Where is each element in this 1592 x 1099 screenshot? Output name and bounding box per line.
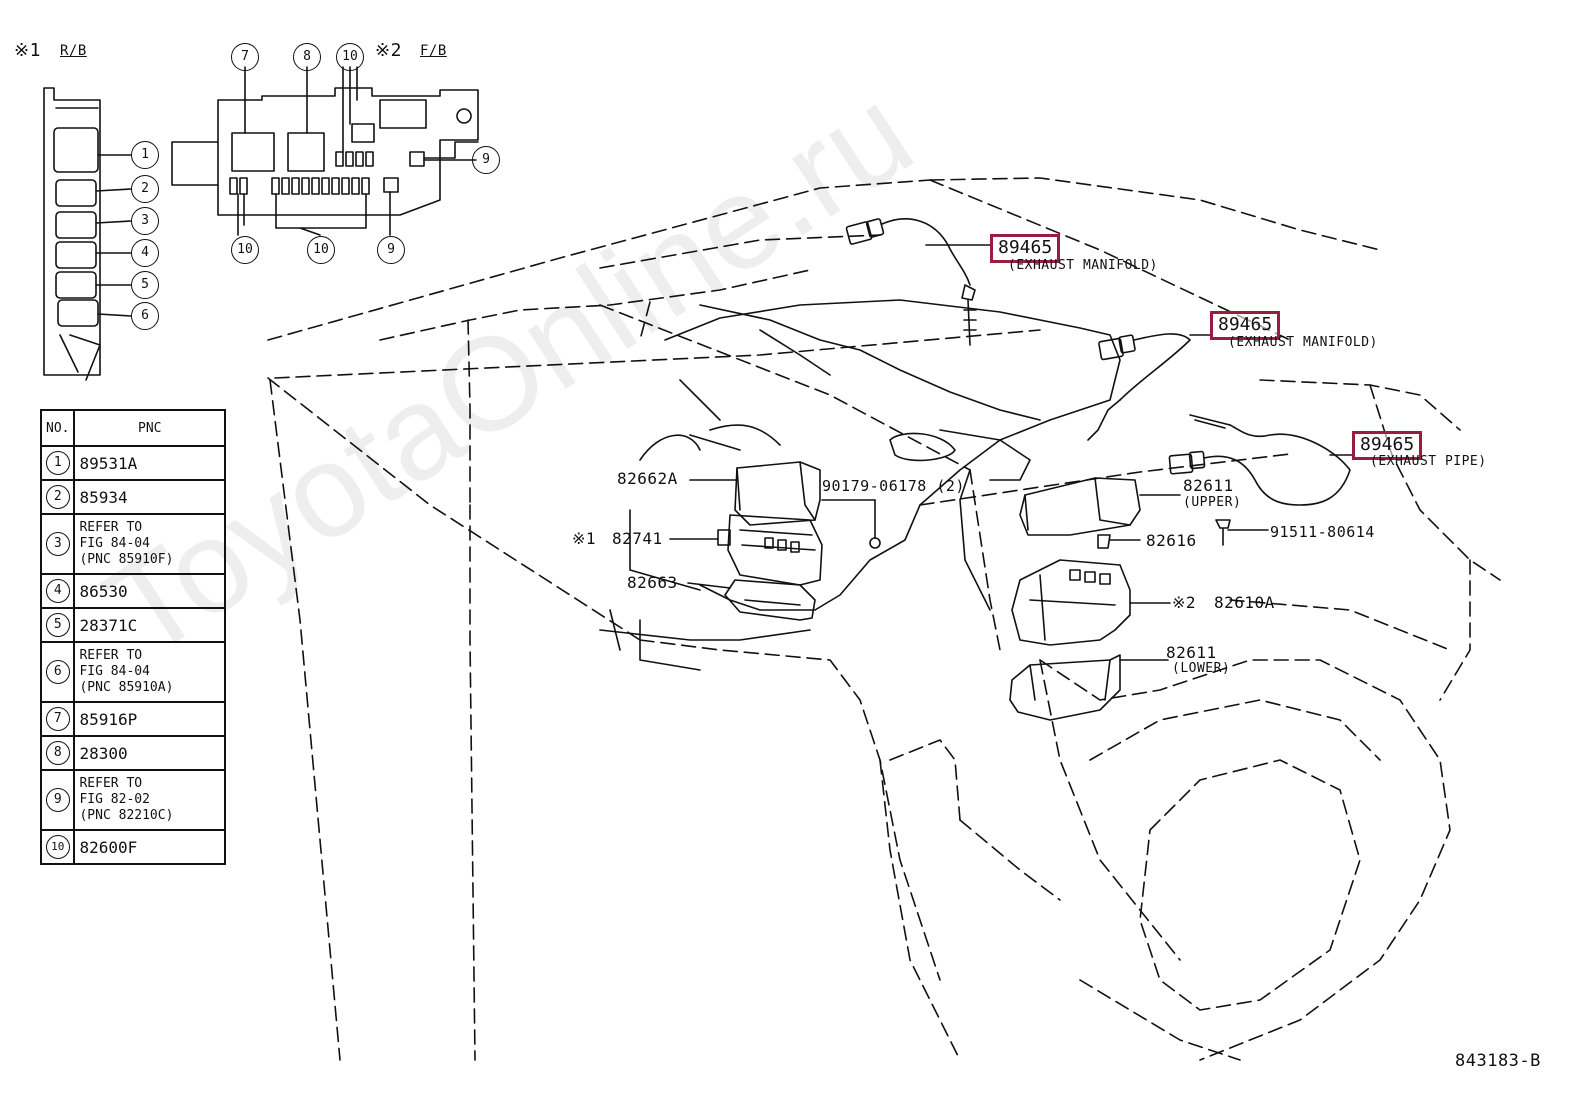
legend-number: 4: [45, 579, 70, 603]
callout-82611-upper[interactable]: 82611: [1183, 476, 1234, 495]
legend-number: 7: [45, 707, 70, 731]
legend-number: 6: [45, 660, 70, 684]
callout-82741-mark: ※1: [572, 529, 597, 548]
bracket-82663: [687, 579, 816, 621]
legend-pnc: (PNC 82210C): [79, 808, 174, 823]
legend-pnc: FIG 84-04: [79, 664, 150, 679]
legend-number: 3: [45, 532, 70, 556]
sensor-1-drawing: [845, 218, 991, 346]
legend-row: 5 28371C: [39, 607, 226, 643]
legend-number: 5: [45, 613, 70, 637]
legend-header-pnc: PNC: [73, 409, 226, 447]
callout-82611-lower[interactable]: 82611: [1166, 643, 1217, 662]
callout-90179-06178[interactable]: 90179-06178 (2): [822, 477, 965, 495]
legend-pnc: REFER TO: [79, 648, 143, 663]
sensor-2-drawing: [1087, 333, 1211, 441]
legend-row: 9 REFER TO FIG 82-02 (PNC 82210C): [39, 769, 226, 831]
rb-callout-2: 2: [131, 175, 159, 203]
relay-block-name: R/B: [60, 43, 87, 59]
rb-callout-5: 5: [131, 271, 159, 299]
sensor-3-drawing: [1168, 414, 1353, 506]
fuse-block-mark: ※2: [375, 40, 402, 61]
legend-number: 8: [45, 741, 70, 765]
callout-82663[interactable]: 82663: [627, 573, 678, 592]
legend-row: 2 85934: [39, 479, 226, 515]
legend-number: 10: [45, 835, 70, 859]
legend-row: 3 REFER TO FIG 84-04 (PNC 85910F): [39, 513, 226, 575]
legend-pnc: 28371C: [79, 615, 138, 635]
fuse-block-name: F/B: [420, 43, 447, 59]
legend-row: 8 28300: [39, 735, 226, 771]
clip-82616: [1097, 534, 1111, 549]
sensor-1-pnc[interactable]: 89465: [990, 234, 1061, 263]
callout-91511-80614[interactable]: 91511-80614: [1270, 523, 1375, 541]
legend-pnc: 85934: [79, 487, 128, 507]
legend-row: 4 86530: [39, 573, 226, 609]
fb-callout-9-bottom: 9: [377, 236, 405, 264]
cover-82611-upper: [1019, 477, 1181, 536]
callout-82611-lower-sub: (LOWER): [1172, 661, 1231, 676]
callout-82616[interactable]: 82616: [1146, 531, 1197, 550]
legend-pnc: FIG 84-04: [79, 536, 150, 551]
sensor-3-desc: (EXHAUST PIPE): [1370, 454, 1487, 469]
legend-pnc: 82600F: [79, 837, 138, 857]
rb-callout-4: 4: [131, 239, 159, 267]
bolt-91511: [1215, 519, 1231, 546]
rb-callout-6: 6: [131, 302, 159, 330]
cover-82611-lower: [1009, 654, 1169, 721]
legend-pnc: REFER TO: [79, 520, 143, 535]
fb-callout-9-side: 9: [472, 146, 500, 174]
legend-pnc: REFER TO: [79, 776, 143, 791]
fuse-block-drawing: [171, 66, 479, 236]
engine-drawing: [599, 299, 1121, 671]
callout-82741[interactable]: 82741: [612, 529, 663, 548]
legend-table: NO. PNC 1 89531A 2 85934 3 REFER TO FIG …: [39, 409, 226, 865]
callout-82662A[interactable]: 82662A: [617, 469, 678, 488]
legend-row: 10 82600F: [39, 829, 226, 865]
body-outline: [267, 177, 1501, 1061]
legend-number: 9: [45, 788, 70, 812]
figure-code: 843183-B: [1455, 1051, 1541, 1071]
sensor-3-pnc[interactable]: 89465: [1352, 431, 1423, 460]
legend-header-no: NO.: [39, 409, 76, 447]
legend-row: 6 REFER TO FIG 84-04 (PNC 85910A): [39, 641, 226, 703]
legend-number: 1: [45, 451, 70, 475]
legend-pnc: (PNC 85910F): [79, 552, 174, 567]
relay-block-mark: ※1: [14, 40, 41, 61]
legend-pnc: 28300: [79, 743, 128, 763]
sensor-2-pnc[interactable]: 89465: [1210, 311, 1281, 340]
legend-row: 1 89531A: [39, 445, 226, 481]
fb-callout-10-mid: 10: [307, 236, 335, 264]
sensor-2-desc: (EXHAUST MANIFOLD): [1228, 335, 1378, 350]
legend-number: 2: [45, 485, 70, 509]
legend-header: NO. PNC: [39, 409, 226, 447]
fuse-block-82610A: [1011, 559, 1171, 646]
fb-callout-7: 7: [231, 43, 259, 71]
rb-callout-3: 3: [131, 207, 159, 235]
relay-block-drawing: [43, 87, 132, 381]
sensor-1-desc: (EXHAUST MANIFOLD): [1008, 258, 1158, 273]
fb-callout-10-left: 10: [231, 236, 259, 264]
cover-82662A: [689, 461, 821, 526]
relay-block-82741: [669, 514, 823, 586]
legend-pnc: FIG 82-02: [79, 792, 150, 807]
legend-pnc: (PNC 85910A): [79, 680, 174, 695]
legend-pnc: 86530: [79, 581, 128, 601]
legend-row: 7 85916P: [39, 701, 226, 737]
fb-callout-8: 8: [293, 43, 321, 71]
callout-82610A[interactable]: 82610A: [1214, 593, 1275, 612]
callout-82611-upper-sub: (UPPER): [1183, 495, 1242, 510]
callout-82610A-mark: ※2: [1172, 593, 1197, 612]
rb-callout-1: 1: [131, 141, 159, 169]
legend-pnc: 85916P: [79, 709, 138, 729]
fb-callout-10-top: 10: [336, 43, 364, 71]
legend-pnc: 89531A: [79, 453, 138, 473]
